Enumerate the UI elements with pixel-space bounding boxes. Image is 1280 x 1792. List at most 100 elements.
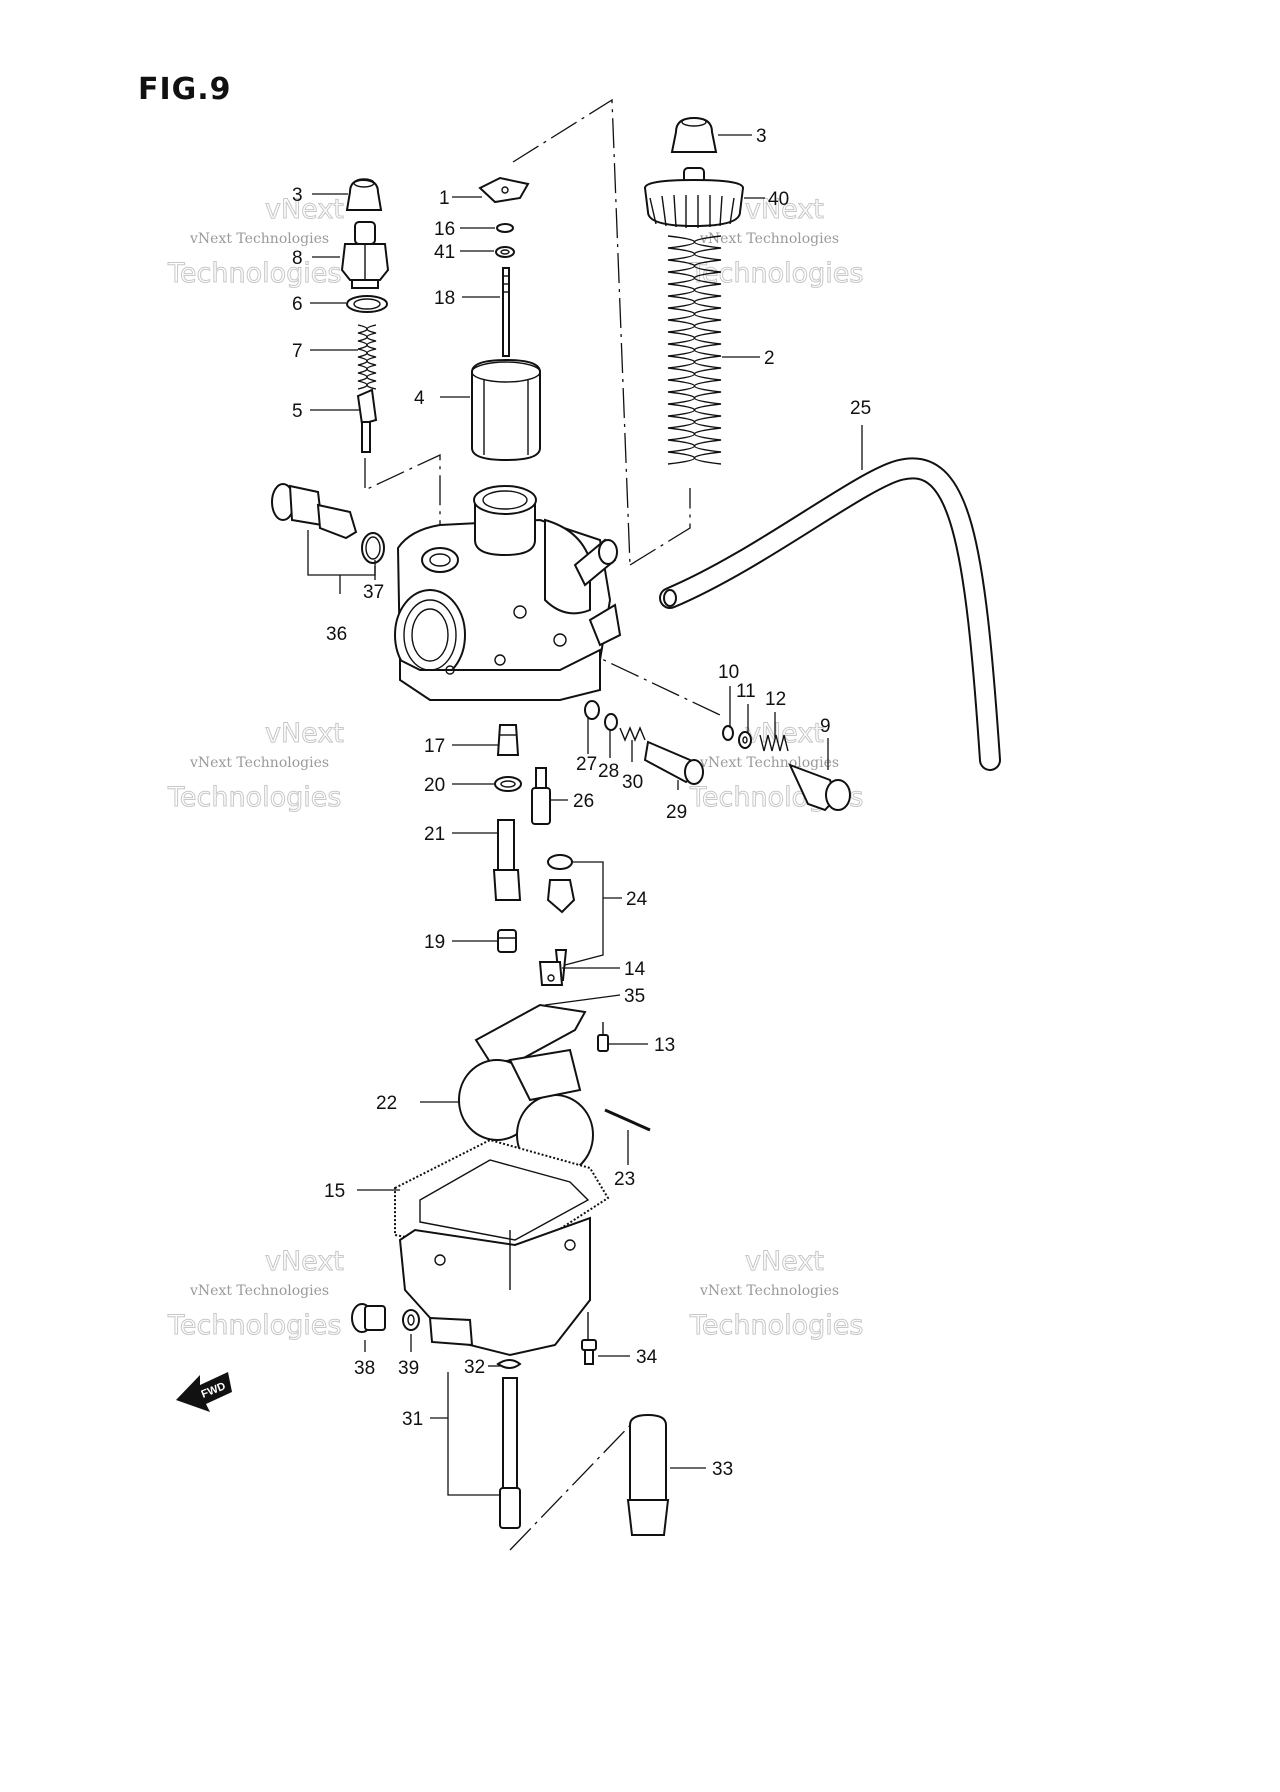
part-3-cap-left bbox=[345, 178, 383, 211]
label-19: 19 bbox=[424, 932, 445, 953]
svg-text:vNext Technologies: vNext Technologies bbox=[189, 231, 329, 247]
svg-text:vNext: vNext bbox=[265, 1246, 344, 1277]
carburetor-body bbox=[394, 485, 622, 702]
label-3-left: 3 bbox=[292, 185, 303, 206]
part-30-spring bbox=[619, 726, 646, 742]
label-7: 7 bbox=[292, 341, 303, 362]
part-3-cap-right bbox=[670, 116, 718, 153]
label-1: 1 bbox=[439, 188, 450, 209]
label-41: 41 bbox=[434, 242, 455, 263]
label-20: 20 bbox=[424, 775, 445, 796]
label-31: 31 bbox=[402, 1409, 423, 1430]
part-2-throttle-spring bbox=[667, 235, 722, 465]
watermark-top-left: vNext vNext Technologies Technologies bbox=[167, 194, 345, 290]
part-31-drain-tube bbox=[499, 1377, 521, 1529]
part-23-float-pin bbox=[604, 1108, 651, 1132]
label-39: 39 bbox=[398, 1358, 419, 1379]
label-30: 30 bbox=[622, 772, 643, 793]
svg-text:Technologies: Technologies bbox=[167, 782, 341, 813]
label-17: 17 bbox=[424, 736, 445, 757]
label-38: 38 bbox=[354, 1358, 375, 1379]
part-9-air-screw bbox=[788, 763, 851, 812]
svg-text:vNext: vNext bbox=[265, 194, 344, 225]
part-32-clip bbox=[496, 1359, 522, 1369]
label-28: 28 bbox=[598, 761, 619, 782]
leader-lines bbox=[307, 134, 863, 1496]
label-27: 27 bbox=[576, 754, 597, 775]
label-3-right: 3 bbox=[756, 126, 767, 147]
part-40-cap-top bbox=[643, 167, 745, 228]
part-15-gasket bbox=[394, 1138, 610, 1260]
part-21-jet-holder bbox=[492, 819, 522, 901]
label-37: 37 bbox=[363, 582, 384, 603]
svg-text:vNext: vNext bbox=[265, 718, 344, 749]
assembly-guide-lines bbox=[364, 98, 721, 1551]
label-11: 11 bbox=[736, 681, 756, 702]
watermark-mid-left: vNext vNext Technologies Technologies bbox=[167, 718, 345, 814]
label-6: 6 bbox=[292, 294, 303, 315]
svg-text:vNext: vNext bbox=[745, 1246, 824, 1277]
part-number-labels: 3 8 6 7 5 1 16 41 18 4 3 40 2 25 37 36 1… bbox=[292, 126, 871, 1480]
label-15: 15 bbox=[324, 1181, 345, 1202]
label-9: 9 bbox=[820, 716, 831, 737]
svg-text:vNext: vNext bbox=[745, 194, 824, 225]
label-14: 14 bbox=[624, 959, 646, 980]
part-8-top-nut bbox=[340, 221, 390, 289]
part-4-throttle-valve bbox=[471, 358, 541, 462]
part-29-throttle-stop-screw bbox=[643, 740, 704, 785]
label-12: 12 bbox=[765, 689, 786, 710]
label-18: 18 bbox=[434, 288, 455, 309]
part-20-o-ring bbox=[494, 776, 522, 792]
label-10: 10 bbox=[718, 662, 739, 683]
label-2: 2 bbox=[764, 348, 775, 369]
label-32: 32 bbox=[464, 1357, 485, 1378]
label-23: 23 bbox=[614, 1169, 635, 1190]
part-26-pilot-jet bbox=[531, 767, 551, 825]
part-6-washer bbox=[346, 295, 388, 313]
watermark-bottom-left: vNext vNext Technologies Technologies bbox=[167, 1246, 345, 1342]
part-33-choke-plunger bbox=[626, 1413, 670, 1536]
part-34-screw bbox=[581, 1312, 597, 1365]
label-5: 5 bbox=[292, 401, 303, 422]
part-28-washer bbox=[604, 713, 618, 731]
part-38-drain-screw bbox=[351, 1303, 386, 1333]
part-19-main-jet bbox=[497, 929, 517, 953]
label-4: 4 bbox=[414, 388, 425, 409]
part-13-screw bbox=[597, 1022, 609, 1052]
label-36: 36 bbox=[326, 624, 347, 645]
label-21: 21 bbox=[424, 824, 445, 845]
label-40: 40 bbox=[768, 189, 789, 210]
float-bowl bbox=[398, 1216, 591, 1357]
label-8: 8 bbox=[292, 248, 303, 269]
label-25: 25 bbox=[850, 398, 871, 419]
part-18-jet-needle bbox=[502, 267, 510, 357]
figure-title: FIG.9 bbox=[138, 72, 232, 107]
part-5-starter-plunger bbox=[356, 388, 378, 453]
label-16: 16 bbox=[434, 219, 455, 240]
part-7-spring-small bbox=[357, 324, 377, 390]
part-37-o-ring bbox=[361, 532, 385, 564]
part-16-clip-ring bbox=[496, 223, 514, 233]
part-27-o-ring bbox=[584, 700, 600, 720]
label-33: 33 bbox=[712, 1459, 733, 1480]
label-35: 35 bbox=[624, 986, 645, 1007]
watermark-bottom-right: vNext vNext Technologies Technologies bbox=[689, 1246, 864, 1342]
part-10-o-ring bbox=[722, 725, 734, 741]
part-41-washer bbox=[495, 246, 515, 258]
part-25-hose bbox=[659, 457, 1001, 771]
label-26: 26 bbox=[573, 791, 594, 812]
svg-text:vNext Technologies: vNext Technologies bbox=[189, 755, 329, 771]
fwd-arrow-icon: FWD bbox=[176, 1372, 232, 1412]
svg-text:vNext Technologies: vNext Technologies bbox=[699, 1283, 839, 1299]
svg-text:vNext Technologies: vNext Technologies bbox=[699, 231, 839, 247]
part-12-spring bbox=[759, 734, 789, 752]
label-29: 29 bbox=[666, 802, 687, 823]
svg-text:Technologies: Technologies bbox=[689, 1310, 863, 1341]
svg-text:vNext: vNext bbox=[745, 718, 824, 749]
part-39-washer bbox=[402, 1309, 420, 1331]
svg-text:Technologies: Technologies bbox=[167, 1310, 341, 1341]
label-24: 24 bbox=[626, 889, 648, 910]
part-17-needle-jet bbox=[496, 724, 520, 756]
part-11-washer bbox=[738, 731, 752, 749]
